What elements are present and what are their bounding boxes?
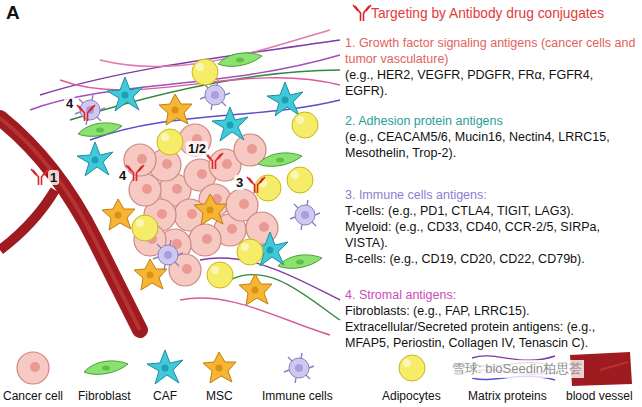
stromal-cells: [239, 274, 272, 305]
stromal-cells: [237, 239, 263, 265]
legend-label: CAF: [153, 389, 177, 403]
callout-number: 1/2: [186, 141, 208, 156]
figure-title: Targeting by Antibody drug conjugates: [345, 5, 639, 23]
stromal-cells: [267, 82, 303, 116]
tumor-mass: [124, 124, 278, 286]
antigen-examples: Fibroblasts: (e.g., FAP, LRRC15).: [345, 303, 639, 319]
legend-label: Immune cells: [262, 389, 333, 403]
antibody-symbol: [353, 5, 371, 21]
matrix-fibers: [90, 100, 340, 140]
stromal-cells: [157, 129, 183, 155]
matrix-fibers: [40, 40, 340, 95]
tumor-mass: [179, 124, 211, 156]
stromal-cells: [75, 95, 105, 125]
legend-label: Matrix proteins: [468, 389, 547, 403]
matrix-fibers: [180, 298, 330, 335]
section-heading: 2. Adhesion protein antigens: [345, 113, 639, 129]
section-heading: 3. Immune cells antigens:: [345, 187, 639, 203]
callout-number: 4: [64, 96, 75, 111]
stromal-cells: [102, 199, 135, 230]
stromal-cells: [212, 107, 248, 141]
stromal-cells: [159, 94, 192, 125]
stromal-cells: [75, 53, 322, 305]
tumor-mass: [189, 224, 221, 256]
antigen-examples: Myeloid: (e.g., CD33, CD40, CCR-2/5, SIR…: [345, 219, 639, 251]
stromal-cells: [77, 142, 113, 176]
stromal-cells: [153, 240, 183, 270]
antibody-symbol: [31, 169, 49, 185]
matrix-fibers: [200, 258, 340, 300]
stromal-cells: [290, 200, 320, 230]
legend-icons: [84, 361, 128, 374]
legend-label: blood vessel: [566, 389, 633, 403]
blood-vessel: [0, 118, 140, 330]
antibody-symbol: [77, 105, 95, 121]
legend-label: Fibroblast: [78, 389, 131, 403]
stromal-cells: [218, 53, 262, 66]
stromal-cells: [78, 123, 122, 136]
stromal-cells: [287, 167, 313, 193]
section-heading: 4. Stromal antigens:: [345, 287, 639, 303]
watermark: 雪球: bioSeedin柏思荟: [450, 360, 584, 378]
stromal-cells: [258, 153, 302, 166]
legend-icons: [284, 353, 314, 383]
antigen-examples: Extracellular/Secreted protein antigens:…: [345, 319, 639, 351]
stromal-cells: [207, 262, 233, 288]
tumor-mass: [124, 144, 156, 176]
section-heading: 1. Growth factor signaling antigens (can…: [345, 35, 639, 67]
matrix-fibers: [230, 275, 340, 320]
legend-icons: [399, 355, 425, 381]
blood-vessel: [0, 190, 55, 250]
legend-label: Adipocytes: [382, 389, 441, 403]
stromal-cells: [107, 77, 143, 111]
antigen-examples: (e.g., CEACAM5/6, Mucin16, Nectin4, LRRC…: [345, 129, 639, 161]
legend-label: Cancer cell: [3, 389, 63, 403]
antigen-examples: B-cells: (e.g., CD19, CD20, CD22, CD79b)…: [345, 251, 639, 267]
stromal-cells: [255, 175, 281, 201]
antigen-examples: T-cells: (e.g., PD1, CTLA4, TIGIT, LAG3)…: [345, 203, 639, 219]
blood-vessel: [0, 118, 140, 330]
panel-letter: A: [6, 2, 20, 24]
legend-icons: [17, 350, 632, 386]
stromal-cells: [132, 215, 158, 241]
stromal-cells: [292, 112, 318, 138]
blood-vessel: [0, 118, 140, 330]
callout-number: 3: [234, 175, 245, 190]
matrix-fibers: [100, 30, 330, 67]
antigen-list: Targeting by Antibody drug conjugates 1. …: [345, 5, 639, 351]
antigen-examples: (e.g., HER2, VEGFR, PDGFR, FRα, FGFR4, E…: [345, 67, 639, 99]
stromal-cells: [194, 194, 227, 225]
stromal-cells: [278, 255, 322, 268]
callout-number: 1: [48, 170, 59, 185]
antibody-symbol: [31, 5, 371, 193]
legend-icons: [600, 362, 628, 370]
matrix-fibers: [30, 30, 340, 335]
legend-icons: [203, 352, 236, 383]
antibody-symbol: [126, 165, 144, 181]
legend-icons: [147, 350, 183, 384]
antibody-symbol: [205, 153, 223, 169]
stromal-cells: [192, 59, 218, 85]
legend-label: MSC: [206, 389, 233, 403]
antibody-symbol: [247, 177, 265, 193]
legend-icons: [17, 352, 49, 384]
callout-number: 4: [117, 168, 128, 183]
